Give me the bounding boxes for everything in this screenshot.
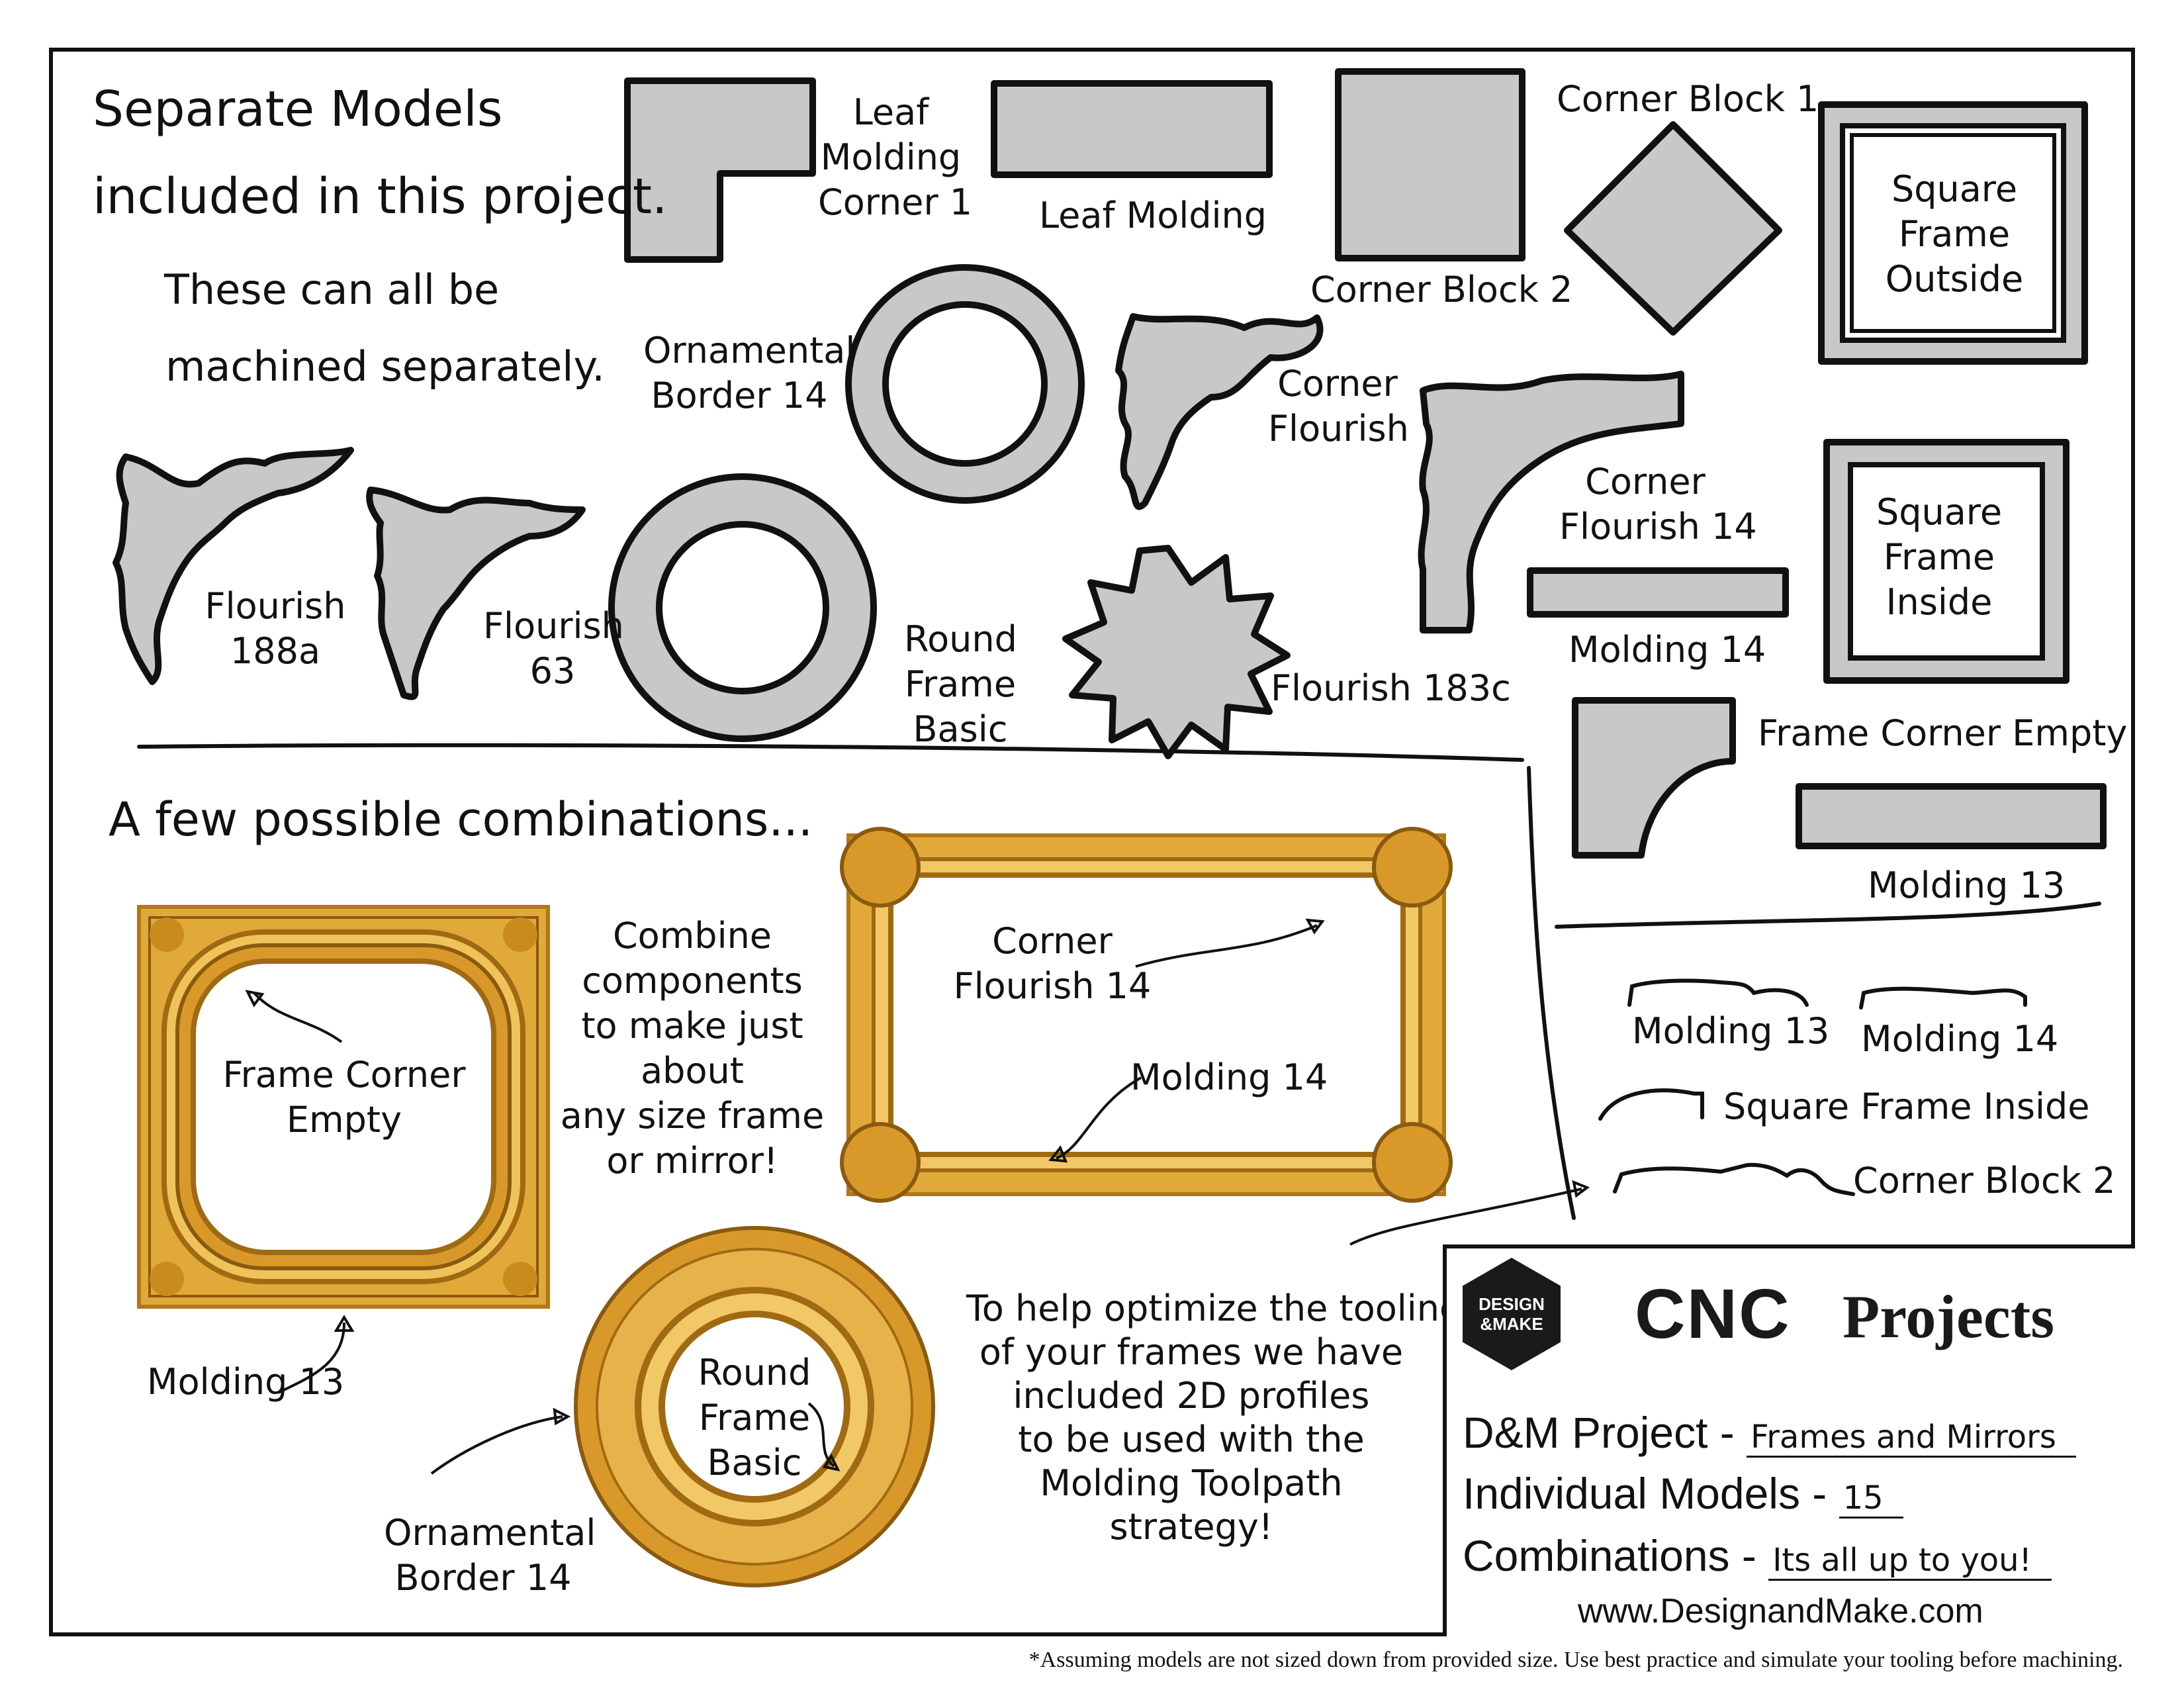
page-border — [49, 48, 2135, 1636]
arrow-molding-13 — [277, 1322, 345, 1394]
machined-line2: machined separately. — [165, 342, 606, 391]
flourish-63-shape — [366, 487, 586, 700]
info-row-combinations: Combinations - Its all up to you! — [1463, 1530, 2052, 1581]
label-corner-block-2: Corner Block 2 — [1310, 269, 1573, 310]
heading-included: included in this project. — [93, 168, 668, 225]
profile-molding-14 — [1859, 986, 2027, 1009]
project-label: D&M Project - — [1463, 1408, 1747, 1457]
design-make-badge: DESIGN &MAKE — [1463, 1258, 1561, 1370]
cnc-logo-text: CNC — [1635, 1275, 1791, 1353]
info-row-project: D&M Project - Frames and Mirrors — [1463, 1407, 2076, 1458]
molding-14-shape — [1527, 567, 1789, 618]
section-divider — [137, 743, 1524, 762]
frame-corner-empty-shape — [1572, 697, 1736, 859]
projects-logo-text: Projects — [1843, 1283, 2055, 1350]
combo-round-frame-image — [574, 1226, 935, 1587]
combo-square-frame-image — [137, 905, 550, 1309]
label-molding-13: Molding 13 — [1868, 865, 2066, 906]
profile-corner-block-2 — [1613, 1162, 1855, 1196]
profile-molding-13 — [1627, 978, 1809, 1007]
project-value: Frames and Mirrors — [1747, 1419, 2076, 1458]
info-row-models: Individual Models - 15 — [1463, 1468, 1903, 1519]
label-corner-block-1: Corner Block 1 — [1557, 78, 1819, 120]
combinations-label: Combinations - — [1463, 1531, 1769, 1580]
heading-separate-models: Separate Models — [93, 81, 503, 138]
models-label: Individual Models - — [1463, 1469, 1839, 1518]
profile-square-frame-inside — [1598, 1088, 1704, 1121]
corner-block-2-shape — [1335, 68, 1525, 261]
leaf-molding-corner-shape — [624, 77, 816, 263]
badge-line2: &MAKE — [1480, 1314, 1543, 1334]
badge-line1: DESIGN — [1479, 1294, 1545, 1314]
arrow-profiles — [1349, 1188, 1582, 1246]
corner-flourish-shape — [1115, 313, 1324, 510]
profile-label-square-frame-inside: Square Frame Inside — [1723, 1086, 2090, 1127]
profile-label-molding-14: Molding 14 — [1861, 1018, 2059, 1060]
arrow-molding-14 — [1056, 1076, 1142, 1160]
label-frame-corner-empty: Frame Corner Empty — [1758, 712, 2128, 754]
label-molding-14: Molding 14 — [1569, 629, 1766, 671]
combo-rect-frame-image — [840, 827, 1453, 1203]
website-link[interactable]: www.DesignandMake.com — [1578, 1592, 1983, 1630]
corner-flourish-14-shape — [1418, 371, 1684, 633]
arrow-ornamental — [430, 1415, 563, 1475]
label-flourish-183c: Flourish 183c — [1271, 667, 1511, 709]
arrow-corner-flourish — [1135, 924, 1318, 968]
profile-label-corner-block-2: Corner Block 2 — [1853, 1160, 2116, 1201]
machined-line1: These can all be — [164, 265, 500, 314]
corner-block-1-shape — [1564, 121, 1782, 336]
molding-13-shape — [1796, 783, 2107, 849]
combo-label-molding-13: Molding 13 — [147, 1361, 345, 1403]
arrow-frame-corner — [253, 992, 343, 1043]
flourish-188a-shape — [113, 447, 354, 685]
vertical-divider — [1527, 766, 1576, 1220]
profile-divider — [1555, 902, 2101, 929]
profile-label-molding-13: Molding 13 — [1632, 1010, 1830, 1052]
combinations-value: Its all up to you! — [1768, 1542, 2052, 1581]
heading-combinations: A few possible combinations... — [109, 792, 813, 847]
flourish-183c-shape — [1062, 545, 1291, 759]
models-value: 15 — [1839, 1479, 1903, 1519]
footnote: *Assuming models are not sized down from… — [1028, 1648, 2123, 1672]
label-leaf-molding: Leaf Molding — [1039, 195, 1267, 236]
leaf-molding-shape — [991, 80, 1273, 178]
combo-label-molding-14: Molding 14 — [1130, 1056, 1328, 1098]
